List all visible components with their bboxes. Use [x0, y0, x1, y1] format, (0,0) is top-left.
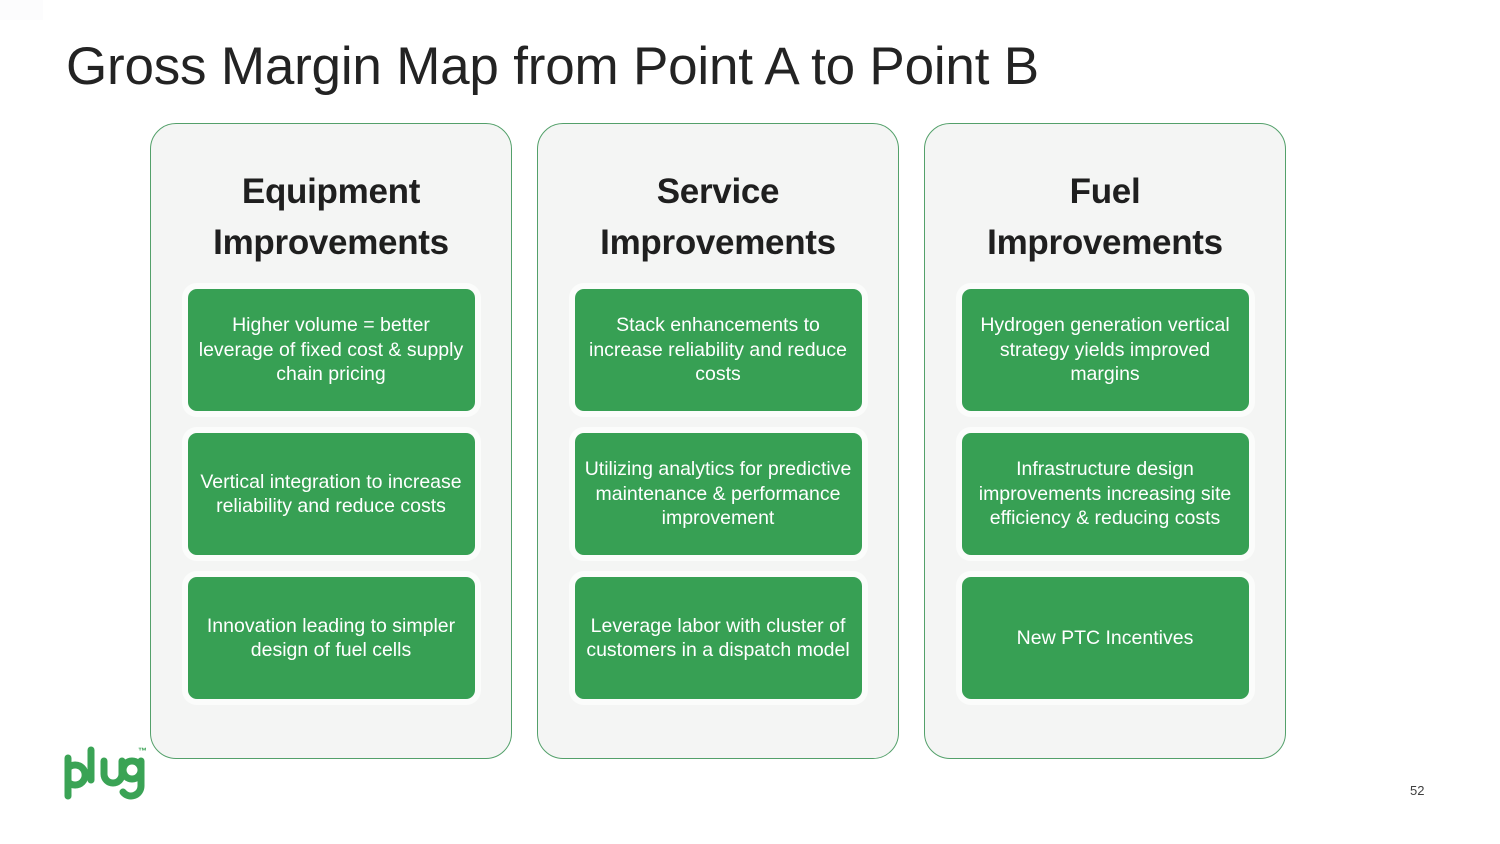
panel-header-line-1: Service [656, 172, 780, 211]
card-item[interactable]: New PTC Incentives [961, 577, 1249, 699]
card-text: Vertical integration to increase reliabi… [200, 470, 462, 518]
card-item[interactable]: Vertical integration to increase reliabi… [187, 433, 475, 555]
panel-header-equipment: Equipment Improvements [181, 166, 481, 268]
card-text: Leverage labor with cluster of customers… [586, 614, 850, 662]
card-item[interactable]: Higher volume = better leverage of fixed… [187, 289, 475, 411]
card-text: Innovation leading to simpler design of … [206, 614, 456, 662]
page-title: Gross Margin Map from Point A to Point B [66, 37, 1039, 96]
card-list-service: Stack enhancements to increase reliabili… [574, 289, 862, 699]
card-item[interactable]: Hydrogen generation vertical strategy yi… [961, 289, 1249, 411]
card-list-fuel: Hydrogen generation vertical strategy yi… [961, 289, 1249, 699]
plug-logo-icon [64, 746, 145, 800]
card-text: New PTC Incentives [1016, 626, 1194, 649]
card-item[interactable]: Stack enhancements to increase reliabili… [574, 289, 862, 411]
card-item[interactable]: Infrastructure design improvements incre… [961, 433, 1249, 555]
panel-header-service: Service Improvements [568, 166, 868, 268]
card-item[interactable]: Innovation leading to simpler design of … [187, 577, 475, 699]
card-text: Higher volume = better leverage of fixed… [198, 314, 464, 386]
card-text: Utilizing analytics for predictive maint… [584, 458, 852, 530]
panel-header-line-1: Fuel [1069, 172, 1141, 211]
card-text: Stack enhancements to increase reliabili… [589, 314, 847, 386]
panel-fuel-improvements: Fuel Improvements Hydrogen generation ve… [924, 123, 1286, 759]
card-text: Hydrogen generation vertical strategy yi… [980, 314, 1230, 386]
panel-equipment-improvements: Equipment Improvements Higher volume = b… [150, 123, 512, 759]
plug-logo: ™ [62, 744, 157, 802]
trademark-symbol: ™ [138, 746, 147, 756]
corner-artifact [0, 0, 43, 20]
card-text: Infrastructure design improvements incre… [978, 458, 1232, 530]
panel-service-improvements: Service Improvements Stack enhancements … [537, 123, 899, 759]
card-item[interactable]: Utilizing analytics for predictive maint… [574, 433, 862, 555]
panel-header-line-2: Improvements [213, 223, 449, 262]
panel-header-line-2: Improvements [987, 223, 1223, 262]
panel-header-line-1: Equipment [241, 172, 421, 211]
columns-container: Equipment Improvements Higher volume = b… [150, 123, 1286, 759]
panel-header-line-2: Improvements [600, 223, 836, 262]
card-item[interactable]: Leverage labor with cluster of customers… [574, 577, 862, 699]
panel-header-fuel: Fuel Improvements [955, 166, 1255, 268]
page-number: 52 [1410, 783, 1425, 798]
card-list-equipment: Higher volume = better leverage of fixed… [187, 289, 475, 699]
